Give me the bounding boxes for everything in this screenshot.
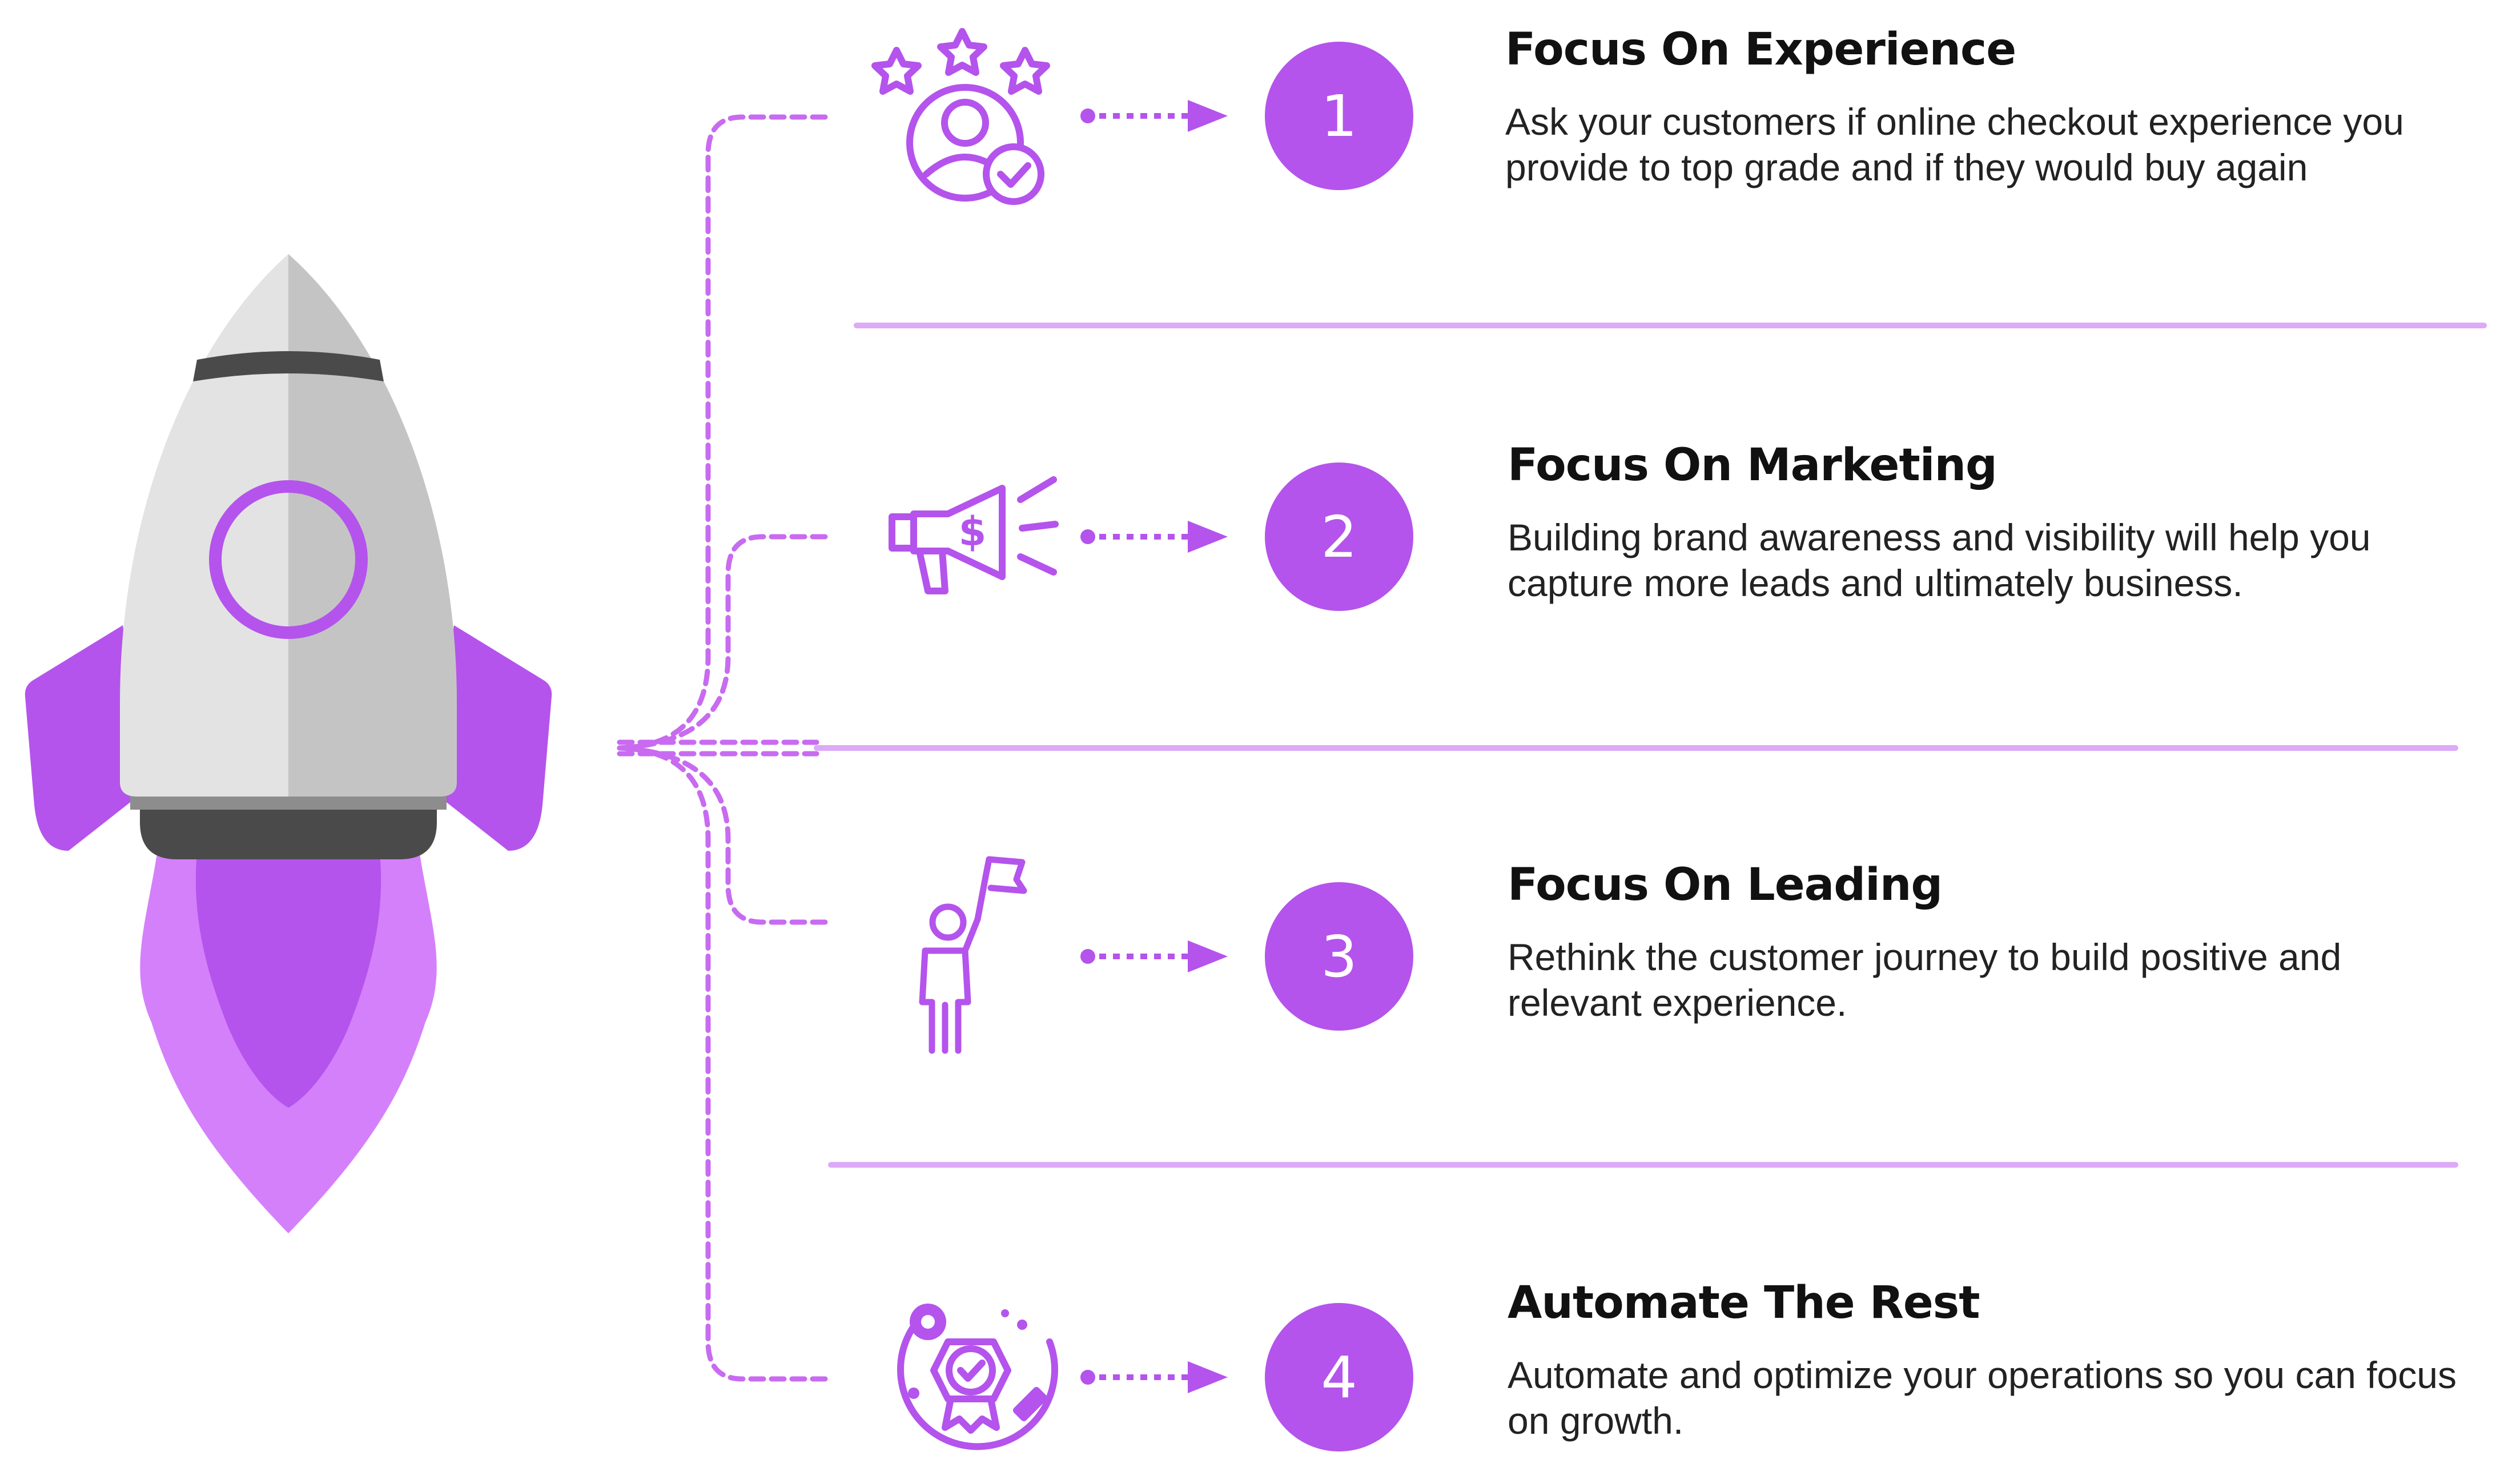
step-1-number-badge: 1: [1265, 42, 1413, 190]
arrow-step-1: [1080, 100, 1228, 132]
step-2-title: Focus On Marketing: [1508, 440, 1997, 491]
connector-tree: [617, 114, 828, 1382]
arrows: [1080, 100, 1228, 1393]
step-4-text: Automate The Rest Automate and optimize …: [1508, 1277, 2478, 1444]
step-3-number: 3: [1321, 923, 1357, 990]
person-flag-icon: [919, 856, 1027, 1054]
step-3-title: Focus On Leading: [1508, 859, 1943, 911]
step-3-description: Rethink the customer journey to build po…: [1508, 935, 2342, 1024]
step-4-title: Automate The Rest: [1508, 1277, 1980, 1329]
step-1-title: Focus On Experience: [1505, 24, 2016, 75]
rocket-icon: [25, 254, 552, 1233]
megaphone-dollar-icon: $: [889, 476, 1059, 594]
arrow-step-2: [1080, 521, 1228, 553]
step-3-number-badge: 3: [1265, 882, 1413, 1031]
step-1-number: 1: [1321, 82, 1357, 150]
step-4-number-badge: 4: [1265, 1303, 1413, 1451]
step-3-text: Focus On Leading Rethink the customer jo…: [1508, 859, 2478, 1026]
automation-badge-icon: [897, 1304, 1058, 1450]
step-2-text: Focus On Marketing Building brand awaren…: [1508, 441, 2478, 606]
step-2-number-badge: 2: [1265, 463, 1413, 611]
arrow-step-3: [1080, 940, 1228, 972]
step-1-text: Focus On Experience Ask your customers i…: [1505, 24, 2476, 191]
arrow-step-4: [1080, 1361, 1228, 1393]
dividers: [814, 323, 2487, 1168]
svg-text:$: $: [959, 508, 987, 555]
step-4-number: 4: [1321, 1344, 1357, 1411]
step-2-description: Building brand awareness and visibility …: [1508, 516, 2371, 605]
step-1-description: Ask your customers if online checkout ex…: [1505, 100, 2404, 189]
step-4-description: Automate and optimize your operations so…: [1508, 1353, 2457, 1442]
customer-rating-icon: [871, 28, 1050, 205]
step-2-number: 2: [1321, 503, 1357, 570]
